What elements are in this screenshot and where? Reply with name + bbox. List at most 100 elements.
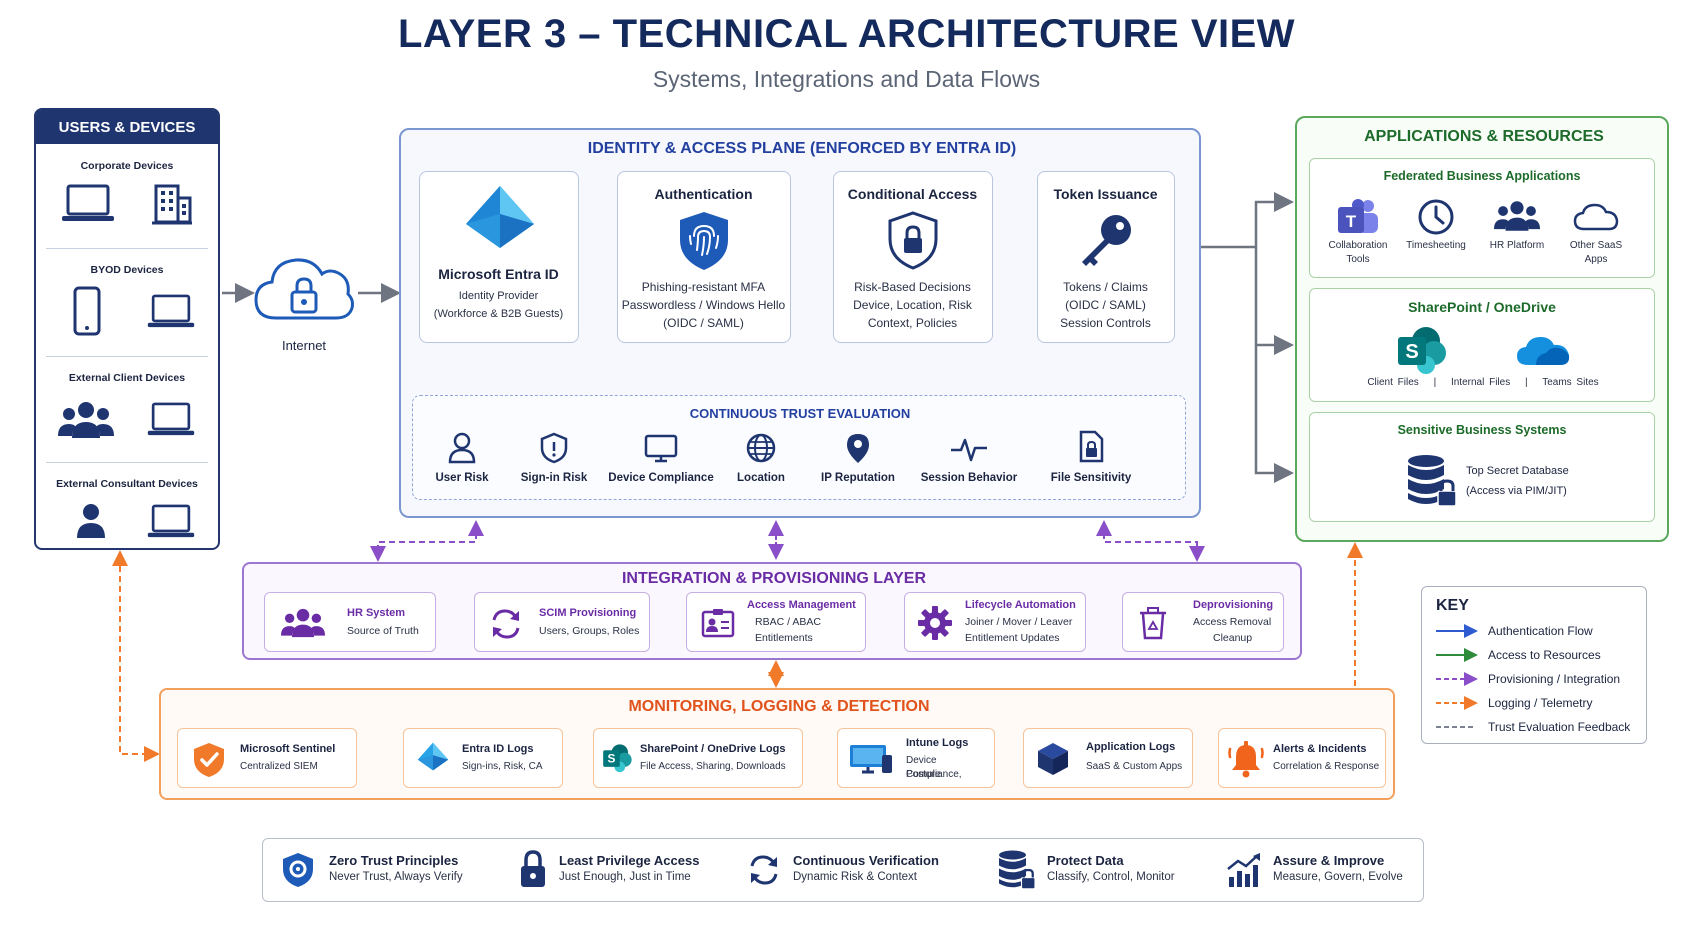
clock-icon	[1418, 199, 1454, 235]
sharepoint-icon: S	[1398, 327, 1446, 374]
monitoring-title: MONITORING, LOGGING & DETECTION	[628, 698, 930, 715]
signal-ip-reputation: IP Reputation	[821, 472, 895, 484]
globe-icon	[746, 433, 776, 463]
refresh-icon	[750, 855, 778, 885]
user-icon	[77, 504, 105, 538]
integration-title: INTEGRATION & PROVISIONING LAYER	[621, 570, 927, 587]
identity-plane-title: IDENTITY & ACCESS PLANE (ENFORCED BY ENT…	[587, 140, 1017, 157]
entra-id-icon	[466, 186, 534, 248]
user-icon	[448, 432, 476, 464]
token-issuance-line-2: (OIDC / SAML)	[1065, 298, 1146, 312]
sharepoint-logs-title: SharePoint / OneDrive Logs	[640, 743, 786, 755]
page-title: LAYER 3 – TECHNICAL ARCHITECTURE VIEW	[397, 12, 1296, 56]
sharepoint-teams-sites: Teams Sites	[1542, 377, 1599, 388]
smartphone-icon	[73, 286, 101, 336]
token-issuance-box: Token Issuance Tokens / Claims (OIDC / S…	[1037, 171, 1175, 343]
intune-logs-line-2: Posture	[906, 769, 941, 780]
teams-icon: T	[1338, 199, 1378, 233]
hr-system-title: HR System	[347, 607, 406, 619]
sensitive-systems-box: Sensitive Business Systems Top Secret Da…	[1309, 412, 1655, 522]
token-issuance-line-1: Tokens / Claims	[1063, 280, 1148, 294]
separator: |	[1433, 377, 1437, 388]
lifecycle-title: Lifecycle Automation	[965, 599, 1076, 611]
people-icon	[281, 608, 325, 638]
users-devices-title: USERS & DEVICES	[36, 110, 218, 144]
laptop-icon	[147, 504, 195, 538]
office-building-icon	[152, 184, 192, 225]
laptop-icon	[62, 184, 114, 221]
sharepoint-logs-line-1: File Access, Sharing, Downloads	[640, 761, 786, 772]
gear-icon	[918, 606, 952, 640]
provisioning-link-left	[370, 523, 477, 562]
principle-line: Never Trust, Always Verify	[329, 871, 463, 883]
principle-line: Measure, Govern, Evolve	[1273, 871, 1403, 883]
internet-label: Internet	[281, 338, 327, 353]
principle-least-privilege: Least Privilege Access Just Enough, Just…	[559, 853, 699, 883]
entra-id-line-2: (Workforce & B2B Guests)	[433, 308, 564, 320]
signal-location: Location	[737, 472, 785, 484]
sentinel-shield-icon	[194, 743, 224, 777]
conditional-access-line-3: Context, Policies	[867, 316, 958, 330]
access-management-line-1: RBAC / ABAC	[755, 616, 821, 628]
principle-title: Assure & Improve	[1273, 853, 1385, 868]
scim-line-1: Users, Groups, Roles	[539, 625, 640, 637]
key-label-authentication: Authentication Flow	[1488, 624, 1593, 638]
access-management-line-2: Entitlements	[755, 632, 813, 644]
principles-bar: Zero Trust Principles Never Trust, Alway…	[262, 838, 1424, 902]
group-divider	[46, 356, 208, 357]
deprovisioning-line-1: Access Removal	[1193, 616, 1272, 628]
padlock-icon	[521, 850, 545, 887]
lock-shield-icon	[888, 211, 938, 270]
conditional-access-title: Conditional Access	[847, 186, 978, 202]
laptop-icon	[147, 402, 195, 436]
separator: |	[1524, 377, 1528, 388]
conditional-access-line-1: Risk-Based Decisions	[854, 280, 971, 294]
deprovisioning-box: Deprovisioning Access Removal Cleanup	[1122, 592, 1284, 652]
key-title: KEY	[1436, 597, 1469, 614]
access-management-box: Access Management RBAC / ABAC Entitlemen…	[686, 592, 866, 652]
app-collaboration-tools: Collaboration Tools	[1328, 240, 1388, 265]
sharepoint-internal-files: Internal Files	[1450, 377, 1511, 388]
signal-user-risk: User Risk	[435, 472, 489, 484]
intune-logs-line-1: Device Compliance,	[906, 755, 962, 780]
intune-logs-box: Intune Logs Device Compliance, Posture	[837, 728, 995, 788]
svg-text:S: S	[1405, 341, 1418, 363]
group-divider	[46, 462, 208, 463]
lifecycle-line-1: Joiner / Mover / Leaver	[965, 616, 1073, 628]
key-label-provisioning: Provisioning / Integration	[1488, 672, 1621, 686]
principle-line: Just Enough, Just in Time	[559, 871, 691, 883]
principle-zero-trust: Zero Trust Principles Never Trust, Alway…	[329, 853, 463, 883]
scim-title: SCIM Provisioning	[539, 607, 637, 619]
file-lock-icon	[1079, 430, 1104, 463]
pulse-icon	[951, 438, 987, 462]
application-logs-line-1: SaaS & Custom Apps	[1086, 761, 1183, 772]
arrow-to-sensitive	[1254, 247, 1294, 483]
sharepoint-title: SharePoint / OneDrive	[1408, 299, 1556, 315]
alert-shield-icon	[540, 432, 568, 464]
app-timesheeting: Timesheeting	[1406, 240, 1466, 251]
key-label-trust: Trust Evaluation Feedback	[1488, 720, 1631, 734]
continuous-trust-evaluation: CONTINUOUS TRUST EVALUATION User Risk Si…	[412, 395, 1186, 500]
zero-trust-shield-icon	[283, 853, 313, 887]
people-icon	[1494, 201, 1540, 231]
sync-icon	[492, 609, 520, 639]
cloud-icon	[1573, 203, 1619, 231]
entra-id-line-1: Identity Provider	[458, 290, 539, 302]
sensitive-line-1: Top Secret Database	[1466, 465, 1569, 477]
users-devices-panel: USERS & DEVICES Corporate Devices BYOD D…	[34, 108, 220, 550]
monitor-icon	[644, 434, 678, 463]
monitoring-logging-panel: MONITORING, LOGGING & DETECTION Microsof…	[159, 688, 1395, 800]
svg-text:S: S	[608, 752, 616, 766]
sharepoint-icon: S	[603, 744, 632, 773]
principle-assure-improve: Assure & Improve Measure, Govern, Evolve	[1273, 853, 1403, 883]
signal-device-compliance: Device Compliance	[608, 472, 714, 484]
group-label-byod: BYOD Devices	[90, 264, 164, 276]
key-line-samples	[1436, 624, 1478, 728]
lifecycle-automation-box: Lifecycle Automation Joiner / Mover / Le…	[904, 592, 1086, 652]
deprovisioning-line-2: Cleanup	[1213, 632, 1253, 644]
cloud-lock-icon	[254, 258, 354, 320]
recycle-bin-icon	[1140, 607, 1166, 640]
intune-logs-title: Intune Logs	[906, 737, 969, 749]
fingerprint-shield-icon	[680, 212, 728, 270]
entra-logs-title: Entra ID Logs	[462, 743, 534, 755]
